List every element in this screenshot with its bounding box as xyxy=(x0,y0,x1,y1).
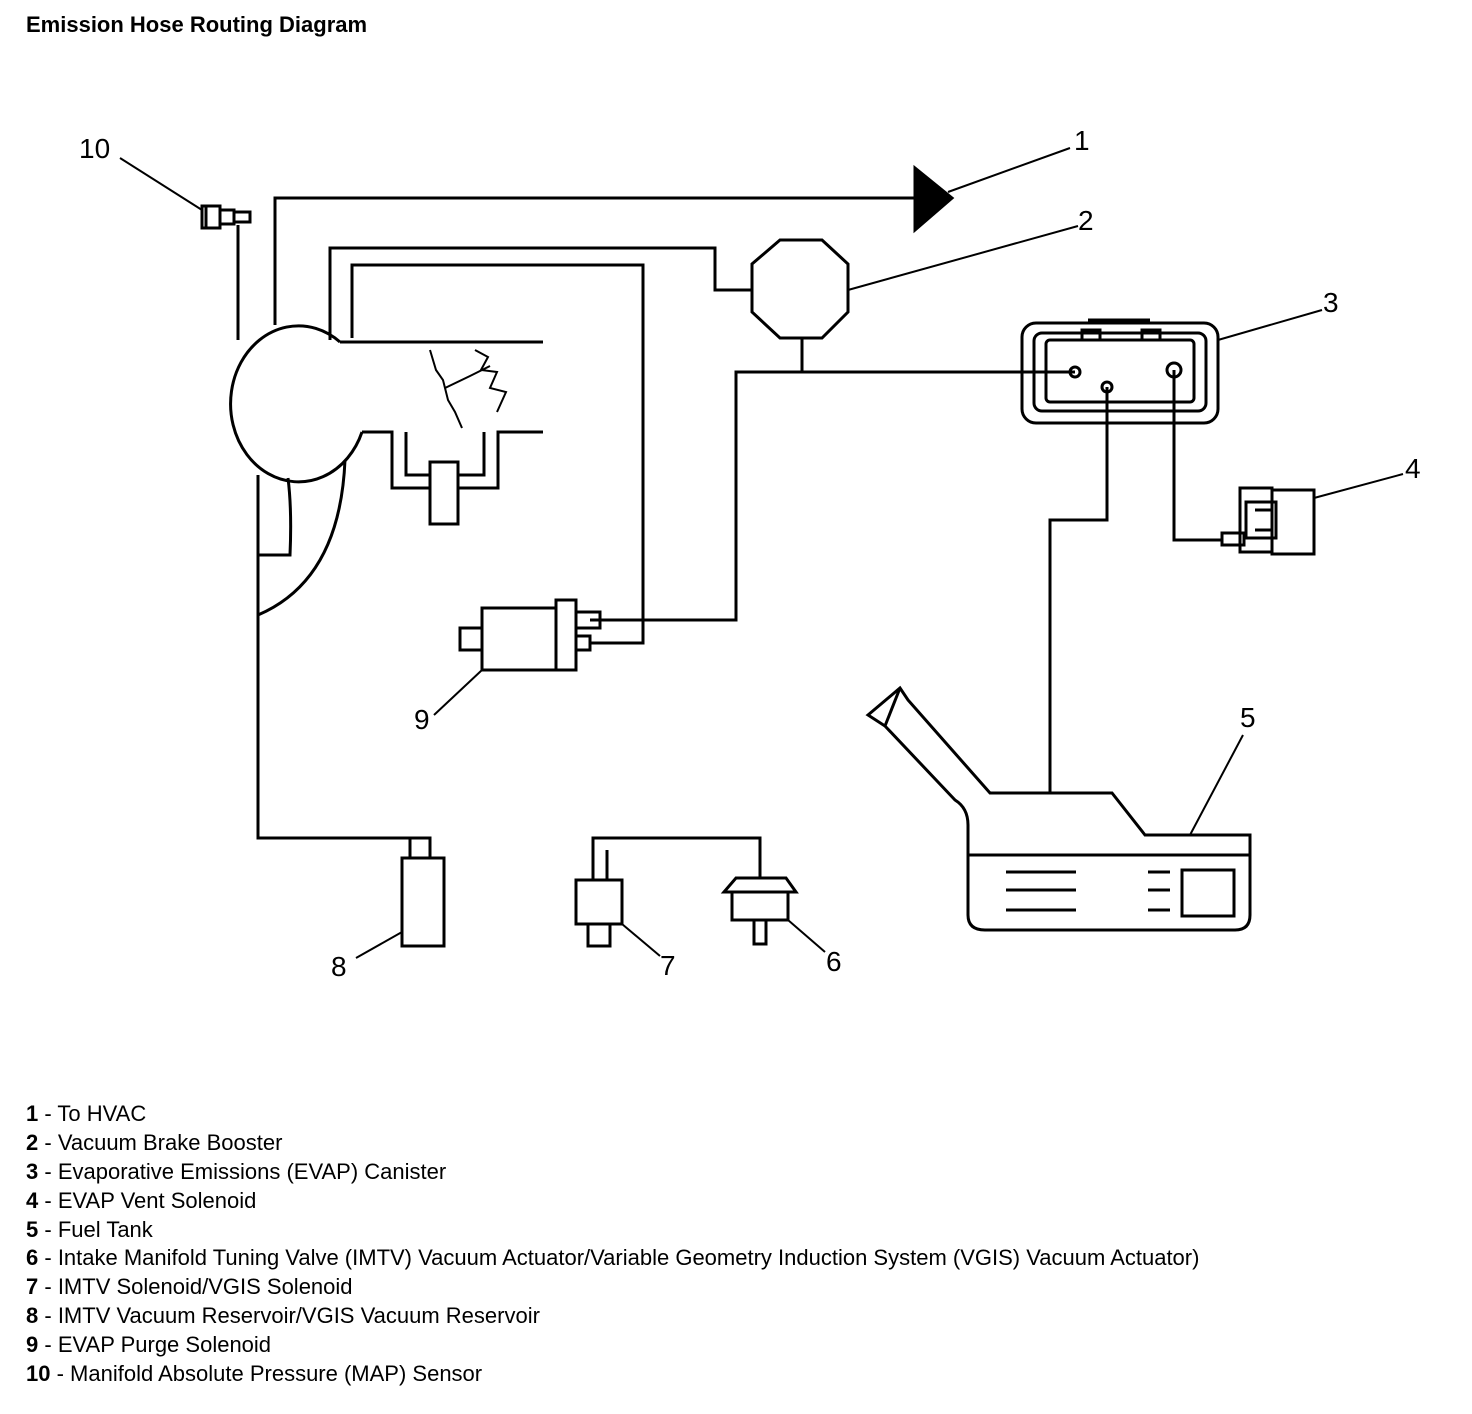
legend-item: 3 - Evaporative Emissions (EVAP) Caniste… xyxy=(26,1158,447,1184)
imtv-vacuum-actuator xyxy=(720,876,799,946)
legend-item: 10 - Manifold Absolute Pressure (MAP) Se… xyxy=(26,1361,483,1387)
legend-item: 1 - To HVAC xyxy=(26,1101,147,1126)
callout-1: 1 xyxy=(1074,125,1090,156)
evap-purge-solenoid xyxy=(458,598,602,672)
hose-canister-to-tank xyxy=(1048,387,1109,793)
fuel-tank xyxy=(865,685,1252,932)
leader-lines xyxy=(119,147,1404,959)
diagram-title: Emission Hose Routing Diagram xyxy=(26,12,368,37)
callout-5: 5 xyxy=(1240,702,1256,733)
callout-9: 9 xyxy=(414,704,430,735)
legend-item: 6 - Intake Manifold Tuning Valve (IMTV) … xyxy=(26,1245,1200,1271)
hose-canister-to-purge xyxy=(590,338,1075,622)
legend-item: 8 - IMTV Vacuum Reservoir/VGIS Vacuum Re… xyxy=(26,1303,540,1329)
hose-to-hvac xyxy=(273,196,915,325)
component-legend: 1 - To HVAC 2 - Vacuum Brake Booster 3 -… xyxy=(26,1100,1199,1389)
imtv-solenoid xyxy=(574,878,624,948)
legend-item: 5 - Fuel Tank xyxy=(26,1216,153,1242)
to-hvac-arrow xyxy=(913,164,955,234)
callout-3: 3 xyxy=(1323,287,1339,318)
evap-canister xyxy=(1020,318,1220,425)
callout-4: 4 xyxy=(1405,453,1421,484)
callout-10: 10 xyxy=(79,133,110,164)
map-sensor xyxy=(200,204,252,230)
callout-6: 6 xyxy=(826,946,842,977)
hose-canister-to-vent xyxy=(1172,370,1222,542)
evap-vent-solenoid xyxy=(1220,486,1316,556)
vacuum-brake-booster xyxy=(750,238,850,340)
legend-item: 9 - EVAP Purge Solenoid xyxy=(26,1332,272,1358)
hose-routing-diagram: 1 2 3 4 5 6 7 8 9 10 xyxy=(79,125,1421,982)
hose-purge-to-manifold xyxy=(350,263,645,645)
legend-item: 4 - EVAP Vent Solenoid xyxy=(26,1187,257,1213)
callout-8: 8 xyxy=(331,951,347,982)
callout-2: 2 xyxy=(1078,205,1094,236)
imtv-vacuum-reservoir xyxy=(400,856,446,948)
legend-item: 2 - Vacuum Brake Booster xyxy=(26,1129,283,1155)
hose-imtv-circuit xyxy=(256,475,762,880)
hose-brake-booster xyxy=(328,246,752,340)
intake-manifold xyxy=(229,324,543,617)
legend-item: 7 - IMTV Solenoid/VGIS Solenoid xyxy=(26,1274,353,1300)
callout-7: 7 xyxy=(660,950,676,981)
